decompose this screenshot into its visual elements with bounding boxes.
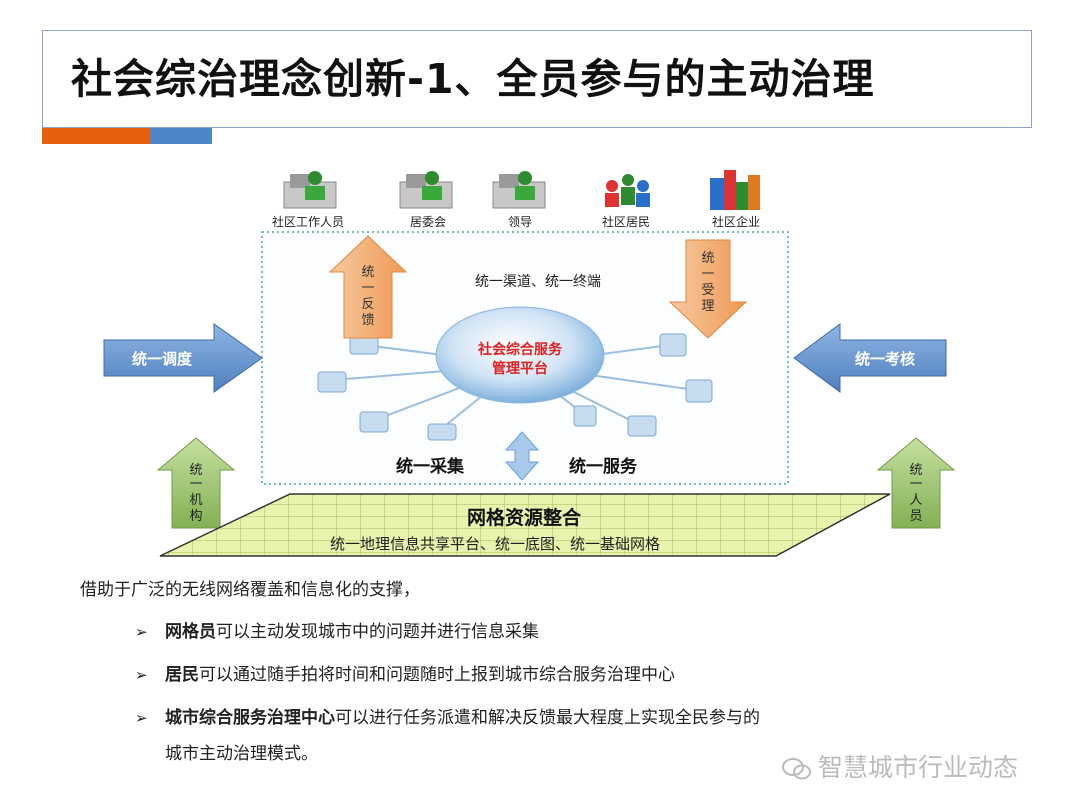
feedback-char: 一 bbox=[361, 281, 374, 296]
platform-label-line1: 社会综合服务 bbox=[477, 341, 563, 358]
feedback-char: 馈 bbox=[361, 313, 374, 328]
page-title: 社会综治理念创新-1、全员参与的主动治理 bbox=[71, 55, 875, 103]
accept-char: 理 bbox=[701, 299, 714, 314]
role-label: 居委会 bbox=[410, 215, 446, 229]
accept-arrow bbox=[668, 239, 748, 339]
arrow-bullet-icon: ➢ bbox=[135, 709, 148, 727]
feedback-char: 统 bbox=[361, 265, 374, 280]
feedback-arrow bbox=[328, 235, 408, 339]
role-icon-community-residents bbox=[605, 174, 650, 207]
bullet-bold: 城市综合服务治理中心 bbox=[165, 708, 335, 728]
bullet-item: ➢ 居民可以通过随手拍将时间和问题随时上报到城市综合服务治理中心 bbox=[135, 660, 675, 685]
staff-char: 统 bbox=[909, 463, 922, 478]
wechat-icon bbox=[782, 758, 811, 780]
dispatch-arrow bbox=[103, 323, 263, 393]
grid-platform bbox=[159, 493, 891, 557]
role-icon-leader bbox=[492, 171, 546, 209]
dispatch-label: 统一调度 bbox=[132, 350, 193, 368]
platform-label-line2: 管理平台 bbox=[492, 360, 548, 377]
role-label: 领导 bbox=[508, 215, 532, 229]
bullet-rest: 可以主动发现城市中的问题并进行信息采集 bbox=[216, 622, 539, 642]
staff-char: 一 bbox=[909, 477, 922, 492]
bullet-item: ➢ 城市综合服务治理中心可以进行任务派遣和解决反馈最大程度上实现全民参与的 bbox=[135, 703, 760, 728]
role-label: 社区企业 bbox=[712, 214, 760, 229]
accept-char: 受 bbox=[701, 283, 714, 298]
bullet-rest: 可以通过随手拍将时间和问题随时上报到城市综合服务治理中心 bbox=[199, 665, 675, 685]
org-char: 一 bbox=[189, 477, 202, 492]
feedback-char: 反 bbox=[361, 297, 374, 312]
grid-title: 网格资源整合 bbox=[467, 506, 582, 529]
arrow-bullet-icon: ➢ bbox=[135, 623, 148, 641]
assess-arrow bbox=[793, 323, 947, 393]
collect-label: 统一采集 bbox=[396, 456, 465, 477]
staff-char: 人 bbox=[909, 493, 922, 508]
bullet-item: ➢ 网格员可以主动发现城市中的问题并进行信息采集 bbox=[135, 617, 539, 642]
role-label: 社区工作人员 bbox=[272, 214, 344, 229]
watermark-text: 智慧城市行业动态 bbox=[818, 753, 1019, 782]
org-arrow bbox=[156, 437, 236, 529]
title-box: 社会综治理念创新-1、全员参与的主动治理 bbox=[42, 30, 1032, 128]
diagram: 社区工作人员 居委会 领导 社区居民 社区企业 统一渠道、统一终端 社会综合服务… bbox=[103, 170, 956, 557]
accent-bar-orange bbox=[42, 128, 150, 144]
bullet-continuation: 城市主动治理模式。 bbox=[165, 744, 318, 764]
bullet-rest: 可以进行任务派遣和解决反馈最大程度上实现全民参与的 bbox=[335, 708, 760, 728]
role-icon-community-enterprise bbox=[710, 170, 760, 210]
device-nodes bbox=[317, 333, 713, 441]
grid-subtitle: 统一地理信息共享平台、统一底图、统一基础网格 bbox=[330, 535, 660, 553]
bullet-bold: 网格员 bbox=[165, 622, 216, 642]
role-label: 社区居民 bbox=[602, 214, 650, 229]
accept-char: 一 bbox=[701, 267, 714, 282]
arrow-bullet-icon: ➢ bbox=[135, 666, 148, 684]
accept-char: 统 bbox=[701, 251, 714, 266]
serve-label: 统一服务 bbox=[569, 456, 638, 477]
role-icon-residents-committee bbox=[399, 171, 453, 209]
org-char: 构 bbox=[189, 509, 202, 524]
bullet-bold: 居民 bbox=[165, 665, 199, 685]
staff-char: 员 bbox=[909, 509, 922, 524]
watermark: 智慧城市行业动态 bbox=[782, 748, 1018, 784]
channel-label: 统一渠道、统一终端 bbox=[475, 274, 601, 290]
org-char: 统 bbox=[189, 463, 202, 478]
accent-bar-blue bbox=[150, 128, 212, 144]
updown-arrow bbox=[504, 431, 540, 481]
role-icon-community-worker bbox=[283, 171, 337, 209]
org-char: 机 bbox=[189, 493, 202, 508]
platform-globe bbox=[435, 306, 605, 404]
assess-label: 统一考核 bbox=[855, 350, 915, 368]
intro-text: 借助于广泛的无线网络覆盖和信息化的支撑， bbox=[80, 580, 420, 600]
staff-arrow bbox=[876, 437, 956, 529]
